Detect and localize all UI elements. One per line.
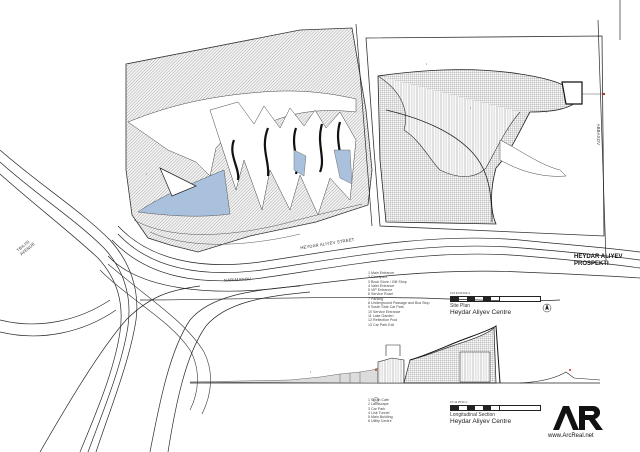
bus-stop-marker [159, 167, 197, 197]
legend-item: 5 VIP Entrance [368, 288, 393, 293]
section-legend: 1 South Cafe 2 Landscape 3 Car Park 4 Li… [368, 398, 393, 424]
north-arrow-site [542, 303, 552, 313]
site-plan-scale-numbers: 0 10 20 50 100 m [450, 292, 471, 295]
legend-item: 11 Lake Garden [368, 313, 394, 318]
section-title-small: Longitudinal Section [450, 412, 496, 418]
plaza-white [499, 139, 567, 177]
plan-number-marker: • [508, 128, 510, 132]
site-plan-legend: 1 Main Entrance 2 Courtyard 3 Book Store… [368, 271, 430, 327]
legend-item: 5 Main Building [368, 415, 393, 420]
legend-item: 13 Car Park Exit [368, 322, 395, 327]
callout-dot [602, 92, 606, 96]
legend-item: 12 Reflection Pool [368, 318, 398, 323]
legend-item: 3 Book Store / Gift Shop [368, 279, 407, 284]
legend-item: 7 Parking [368, 296, 384, 301]
legend-item: 4 Valet Entrance [368, 283, 395, 288]
logo-url: www.ArcReal.net [548, 433, 594, 439]
street-label-right: ABBASOV [596, 123, 602, 146]
reflection-pool-main [137, 169, 231, 217]
section-drawing [189, 325, 601, 384]
building-wave [377, 75, 521, 177]
legend-item: 2 Courtyard [368, 275, 387, 280]
section-scale-numbers: 0 5 10 25 50 m [450, 401, 468, 404]
legend-item: 9 South Side Car Park [368, 305, 404, 310]
legend-item: 6 Service Road [368, 292, 393, 297]
north-arrow-section [373, 397, 379, 403]
legend-item: 4 Link Tunnel [368, 410, 390, 415]
legend-item: 8 Underground Passage and Bus Stop [368, 301, 430, 306]
interchange-loop-2 [107, 263, 211, 415]
reflection-pool-3 [333, 149, 353, 185]
legend-item: 3 Car Park [368, 406, 386, 411]
interchange-loop [99, 269, 198, 411]
site-plan-scale-bar [450, 296, 541, 302]
section-scale-bar [450, 405, 541, 411]
plan-number-marker: • [470, 106, 472, 110]
path-fingers [209, 101, 357, 216]
street-label-main: HEYDAR ALIYEV PROSPEKTI [574, 254, 623, 267]
site-plan-title-small: Site Plan [450, 303, 471, 309]
plan-number-marker: • [310, 370, 312, 374]
legend-item: 2 Landscape [368, 402, 389, 407]
legend-item: 1 Main Entrance [368, 271, 395, 275]
site-plan-title: Heydar Aliyev Centre [450, 309, 512, 316]
section-title: Heydar Aliyev Centre [450, 418, 512, 425]
legend-item: 6 Utility Centre [368, 419, 392, 424]
plan-number-marker: • [546, 110, 548, 114]
legend-item: 10 Service Entrance [368, 309, 401, 314]
legend-item: 1 South Cafe [368, 398, 389, 402]
plan-number-marker: • [146, 172, 148, 176]
arcreal-logo [553, 406, 603, 430]
vip-entrance [561, 81, 583, 105]
reflection-pool-2 [293, 149, 307, 177]
roof-ridge [385, 109, 493, 223]
park-paths [133, 203, 363, 245]
plan-number-marker: • [426, 62, 428, 66]
